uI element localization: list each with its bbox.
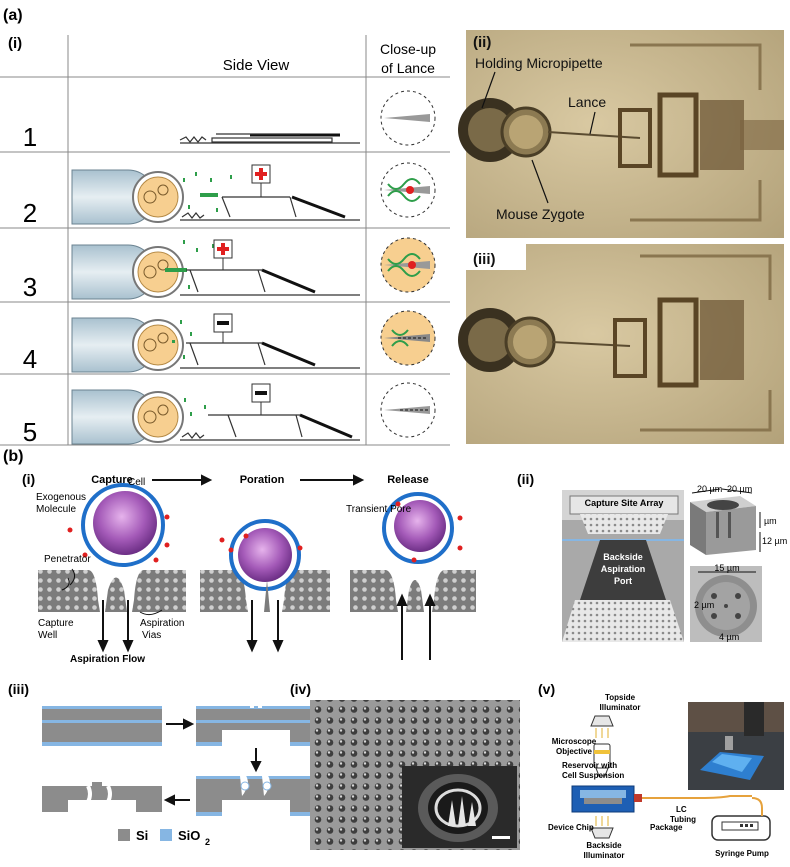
close-up-header-line2: of Lance [381, 60, 435, 76]
panel-a-ii-label: (ii) [473, 34, 491, 51]
material-legend: Si SiO 2 [118, 828, 210, 847]
fab-arrows [163, 718, 262, 806]
label-aspiration-vias-1: Aspiration [140, 618, 184, 629]
label-reservoir-1: Reservoir with [562, 761, 617, 770]
step-arrows [152, 474, 365, 486]
label-topside-1: Topside [605, 693, 636, 702]
label-exogenous-2: Molecule [36, 504, 76, 515]
dim-20um-a: 20 µm [697, 484, 722, 494]
label-exogenous-1: Exogenous [36, 492, 86, 503]
dim-20um-b: 20 µm [727, 484, 752, 494]
step-poration: Poration [240, 474, 285, 486]
label-backside-3: Port [614, 576, 632, 586]
label-capture-well-2: Well [38, 630, 57, 641]
row-number-1: 1 [23, 122, 37, 152]
well-top-diagram: 15 µm 2 µm 4 µm [690, 563, 762, 642]
dim-12um: 12 µm [762, 536, 787, 546]
label-transient-pore: Transient Pore [346, 504, 412, 515]
fab-step-3 [196, 774, 316, 816]
photo-label-lance: Lance [568, 94, 606, 110]
label-backside-illum-1: Backside [586, 841, 622, 850]
label-capture-well-1: Capture [38, 618, 74, 629]
photo-iii: (iii) [458, 244, 784, 444]
row-4-scene [71, 313, 360, 373]
sem-image [310, 700, 520, 850]
label-capture-site-array: Capture Site Array [585, 498, 664, 508]
label-device-chip: Device Chip [548, 823, 594, 832]
legend-si: Si [136, 828, 148, 843]
photo-label-holding: Holding Micropipette [475, 55, 603, 71]
row-5-scene [71, 383, 360, 445]
well-3d-diagram: 20 µm 20 µm µm 12 µm [690, 484, 787, 555]
label-aspiration-vias-2: Vias [142, 630, 161, 641]
close-up-5 [380, 382, 436, 438]
label-aspiration-flow: Aspiration Flow [70, 654, 145, 665]
panel-a-iii-label: (iii) [473, 251, 496, 268]
close-up-2 [380, 162, 436, 218]
close-up-4 [380, 310, 436, 366]
panel-b-iii-label: (iii) [8, 681, 29, 697]
release-diagram: Transient Pore [346, 492, 476, 660]
label-cell: Cell [128, 477, 145, 488]
photo-label-zygote: Mouse Zygote [496, 206, 585, 222]
label-penetrator: Penetrator [44, 554, 91, 565]
panel-b-ii-label: (ii) [517, 471, 534, 487]
capture-diagram: Exogenous Molecule Cell Penetrator Captu… [36, 477, 186, 665]
system-schematic: Topside Illuminator Microscope Objective… [548, 693, 784, 860]
fab-step-2 [196, 704, 316, 746]
row-number-3: 3 [23, 272, 37, 302]
fab-step-4 [42, 782, 162, 816]
label-topside-2: Illuminator [600, 703, 641, 712]
legend-sio2-subscript: 2 [205, 837, 210, 847]
legend-sio2: SiO [178, 828, 200, 843]
panel-b-v-label: (v) [538, 681, 555, 697]
label-syringe-pump: Syringe Pump [715, 849, 769, 858]
side-view-header: Side View [223, 57, 290, 74]
label-backside-1: Backside [603, 552, 643, 562]
label-lc-2: Tubing [670, 815, 696, 824]
row-1-device [179, 133, 360, 144]
step-capture: Capture [91, 474, 133, 486]
fab-step-1 [42, 706, 162, 746]
row-number-4: 4 [23, 344, 37, 374]
row-number-5: 5 [23, 417, 37, 447]
panel-b-label: (b) [3, 448, 23, 465]
dim-15um: 15 µm [714, 563, 739, 573]
panel-a-i-label: (i) [8, 35, 22, 52]
row-number-2: 2 [23, 198, 37, 228]
panel-a-label: (a) [3, 7, 23, 24]
panel-b-i-label: (i) [22, 471, 35, 487]
panel-b-iv-label: (iv) [290, 681, 311, 697]
close-up-3 [380, 237, 436, 293]
photo-ii: Holding Micropipette Lance Mouse Zygote … [458, 30, 784, 238]
chip-diagram: Capture Site Array Backside Aspiration P… [562, 490, 684, 642]
row-2-scene [71, 164, 360, 225]
step-release: Release [387, 474, 429, 486]
dim-2um: 2 µm [694, 600, 714, 610]
label-reservoir-2: Cell Suspension [562, 771, 624, 780]
label-objective-2: Objective [556, 747, 593, 756]
label-lc-1: LC [676, 805, 687, 814]
label-objective-1: Microscope [552, 737, 597, 746]
row-3-scene [71, 239, 360, 300]
label-package: Package [650, 823, 683, 832]
close-up-1 [380, 90, 436, 146]
close-up-header-line1: Close-up [380, 41, 436, 57]
label-backside-2: Aspiration [601, 564, 646, 574]
poration-diagram [200, 519, 330, 653]
label-backside-illum-2: Illuminator [584, 851, 625, 860]
dim-um: µm [764, 516, 777, 526]
side-view-grid [0, 35, 450, 446]
dim-4um: 4 µm [719, 632, 739, 642]
